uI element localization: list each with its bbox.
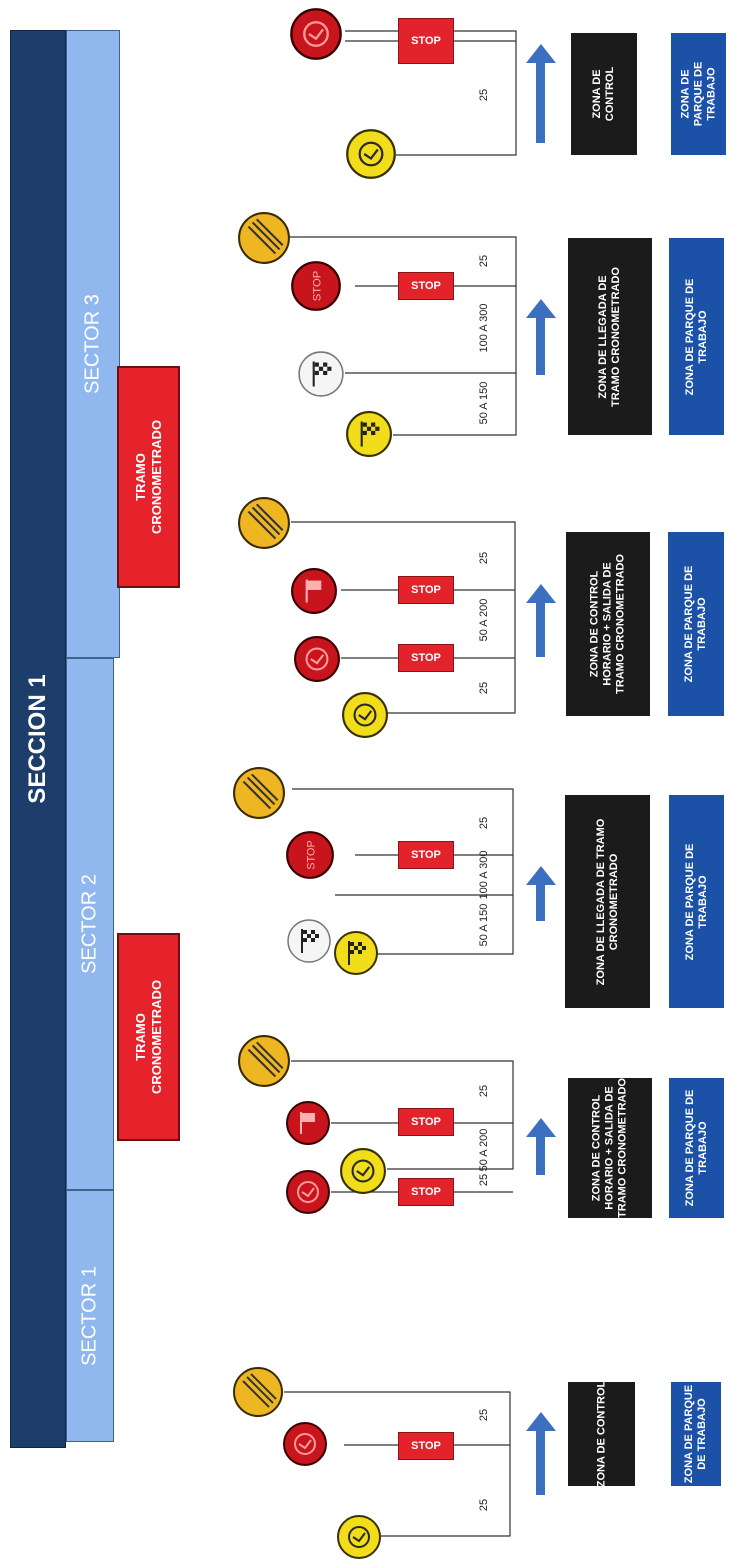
end-zone-icon — [237, 211, 291, 265]
svg-text:STOP: STOP — [305, 840, 317, 869]
flag-red-icon — [285, 1100, 331, 1146]
distance-label: 100 A 300 — [478, 303, 490, 353]
clock-yellow-icon — [345, 128, 397, 180]
distance-label: 25 — [478, 551, 490, 565]
clock-red-icon — [285, 1169, 331, 1215]
distance-label: 25 — [478, 1084, 490, 1098]
checkered-white-icon — [297, 350, 345, 398]
sector-bar-2: SECTOR 2 — [66, 658, 114, 1190]
svg-text:STOP: STOP — [312, 271, 324, 302]
section-bar: SECCION 1 — [10, 30, 66, 1448]
stop-box: STOP — [398, 841, 454, 869]
end-zone-icon — [237, 1034, 291, 1088]
end-zone-icon — [237, 496, 291, 550]
distance-label: 50 A 200 — [478, 1128, 490, 1172]
clock-yellow-icon — [339, 1147, 387, 1195]
stop-box: STOP — [398, 272, 454, 300]
end-zone-icon — [232, 1366, 284, 1418]
control-zone-box: ZONA DE CONTROL — [568, 1381, 635, 1487]
tramo-box-1: TRAMO CRONOMETRADO — [117, 933, 180, 1141]
stop-box: STOP — [398, 644, 454, 672]
checkered-yellow-icon — [333, 930, 379, 976]
clock-red-icon — [282, 1421, 328, 1467]
sector-bar-1: SECTOR 1 — [66, 1190, 114, 1442]
distance-label: 50 A 200 — [478, 598, 490, 642]
checkered-white-icon — [286, 918, 332, 964]
distance-label: 25 — [478, 1408, 490, 1422]
clock-red-icon — [289, 7, 343, 61]
distance-label: 25 — [478, 88, 490, 102]
checkered-yellow-icon — [345, 410, 393, 458]
end-zone-icon — [232, 766, 286, 820]
stop-red-icon: STOP — [285, 830, 335, 880]
stop-box: STOP — [398, 18, 454, 64]
sector-bar-3: SECTOR 3 — [66, 30, 120, 658]
distance-label: 50 A 150 — [478, 381, 490, 425]
stop-red-icon: STOP — [290, 260, 342, 312]
distance-label: 25 — [478, 681, 490, 695]
distance-label: 25 — [478, 816, 490, 830]
stop-box: STOP — [398, 1432, 454, 1460]
clock-yellow-icon — [341, 691, 389, 739]
stop-box: STOP — [398, 576, 454, 604]
distance-label: 25 — [478, 1498, 490, 1512]
clock-red-icon — [293, 635, 341, 683]
clock-yellow-icon — [336, 1514, 382, 1560]
distance-label: 100 A 300 — [478, 850, 490, 900]
distance-label: 25 — [478, 254, 490, 268]
stop-box: STOP — [398, 1108, 454, 1136]
stop-box: STOP — [398, 1178, 454, 1206]
tramo-box-2: TRAMO CRONOMETRADO — [117, 366, 180, 588]
flag-red-icon — [290, 567, 338, 615]
